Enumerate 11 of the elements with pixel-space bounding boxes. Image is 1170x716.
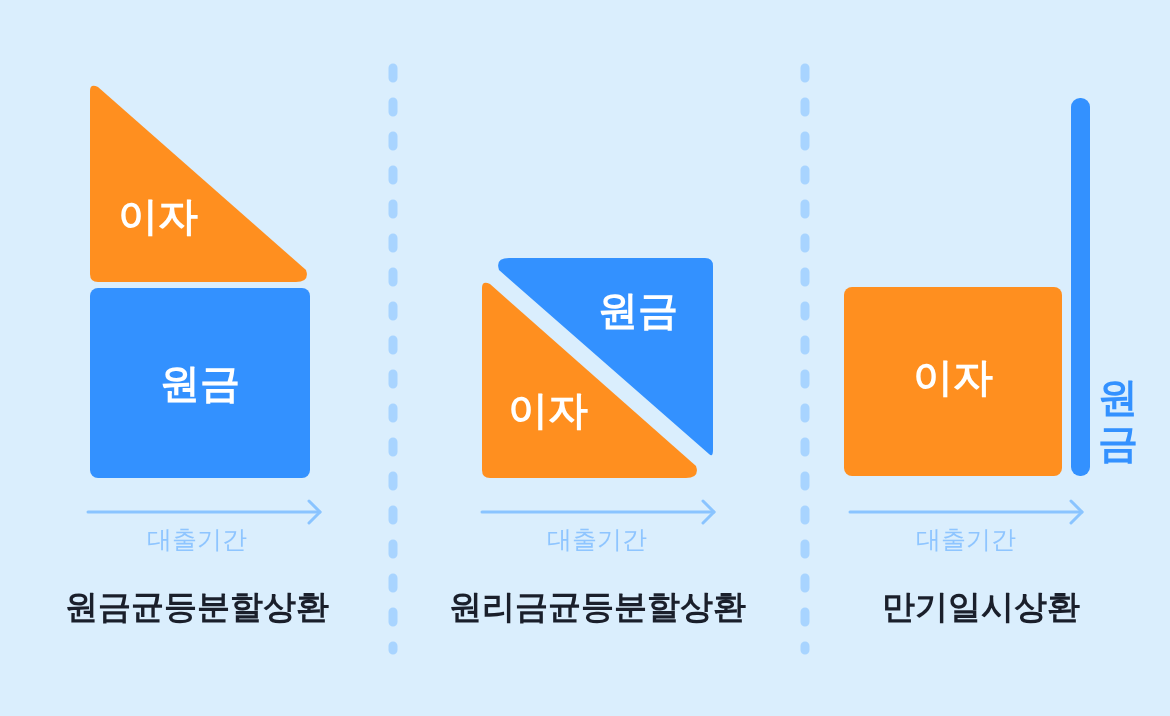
- bar: [1071, 98, 1090, 476]
- axis-label: 대출기간: [547, 527, 647, 552]
- method-title: 원리금균등분할상환: [448, 590, 746, 623]
- method-title: 원금균등분할상환: [65, 590, 329, 623]
- axis-label: 대출기간: [916, 527, 1016, 552]
- triangle: 이자: [90, 83, 310, 282]
- method-title: 만기일시상환: [882, 590, 1080, 623]
- vertical-label: 원금: [1097, 374, 1139, 466]
- box: 원금: [90, 288, 310, 478]
- axis-label: 대출기간: [147, 527, 247, 552]
- box: 이자: [844, 287, 1062, 476]
